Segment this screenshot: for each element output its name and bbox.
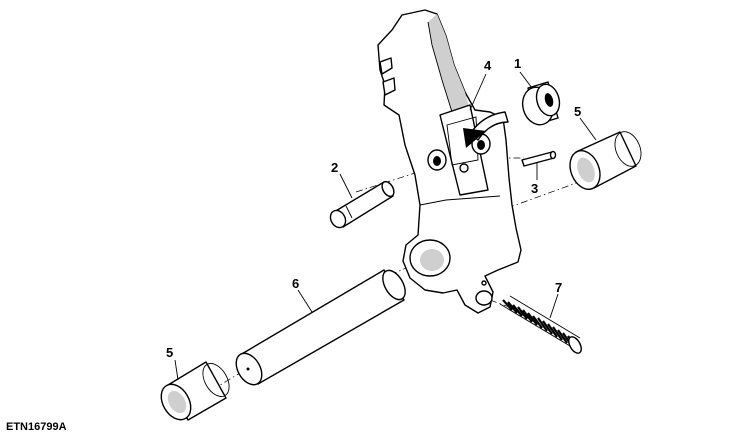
part-7-coils <box>502 299 578 350</box>
part-7-end <box>568 336 582 354</box>
part-5-lower-bore <box>167 390 187 414</box>
lever-body <box>377 9 522 314</box>
lever-lower-bore-inner <box>420 249 444 271</box>
part-5-upper-bore <box>577 157 595 183</box>
part-3-body <box>521 151 555 167</box>
lever-bracket <box>377 9 522 314</box>
part-2-tip <box>381 180 395 198</box>
part-5-upper-bushing <box>569 131 642 190</box>
lever-pin-end <box>459 163 469 173</box>
callout-2: 2 <box>331 160 338 175</box>
leader-6 <box>297 289 313 313</box>
rotation-arrow-head <box>463 128 486 148</box>
part-5-lower-far-edge <box>202 363 230 397</box>
part-2-end <box>329 209 347 229</box>
leader-1 <box>519 71 533 89</box>
callout-5-upper: 5 <box>574 104 581 119</box>
leader-lines <box>174 71 597 381</box>
callout-labels: 1 2 3 4 5 5 6 7 <box>166 56 581 360</box>
part-2-pin <box>329 180 395 229</box>
lever-notch-upper <box>379 57 393 75</box>
part-1-bore <box>544 93 554 107</box>
lever-top-face <box>428 14 470 112</box>
callout-5-lower: 5 <box>166 345 173 360</box>
lever-slot-plate <box>439 104 489 196</box>
callout-6: 6 <box>292 276 299 291</box>
callout-1: 1 <box>514 56 521 71</box>
callout-4: 4 <box>484 58 492 73</box>
lever-notch-lower <box>382 77 396 96</box>
leader-7 <box>549 293 559 319</box>
leader-5-lower <box>174 359 179 381</box>
leader-4 <box>469 73 487 111</box>
lever-spring-seat <box>475 290 493 306</box>
leader-5-upper <box>579 117 597 141</box>
part-3-end <box>549 150 557 160</box>
callout-3: 3 <box>531 181 538 196</box>
part-1-bushing <box>521 81 561 126</box>
lever-rivet <box>481 280 487 286</box>
part-6-far-end <box>382 269 406 301</box>
part-7-envelope <box>499 295 581 347</box>
part-6-body <box>239 269 405 385</box>
part-5-lower-bushing <box>160 361 230 421</box>
lever-hole-pin-shadow <box>433 156 441 166</box>
lever-slot <box>446 116 479 166</box>
rotation-arrow <box>463 111 509 148</box>
callout-7: 7 <box>555 280 562 295</box>
figure-id-label: ETN16799A <box>6 421 67 433</box>
part-7-spring <box>499 295 582 354</box>
part-6-shaft <box>235 269 406 386</box>
part-3-roll-pin <box>521 150 557 167</box>
lever-shoulder-line <box>419 195 501 206</box>
lever-hole-bushing-shadow <box>477 140 485 150</box>
part-5-upper-far-edge <box>614 131 642 167</box>
leader-2 <box>339 173 353 199</box>
part-6-center-mark <box>246 367 250 371</box>
part-2-groove <box>345 205 353 219</box>
